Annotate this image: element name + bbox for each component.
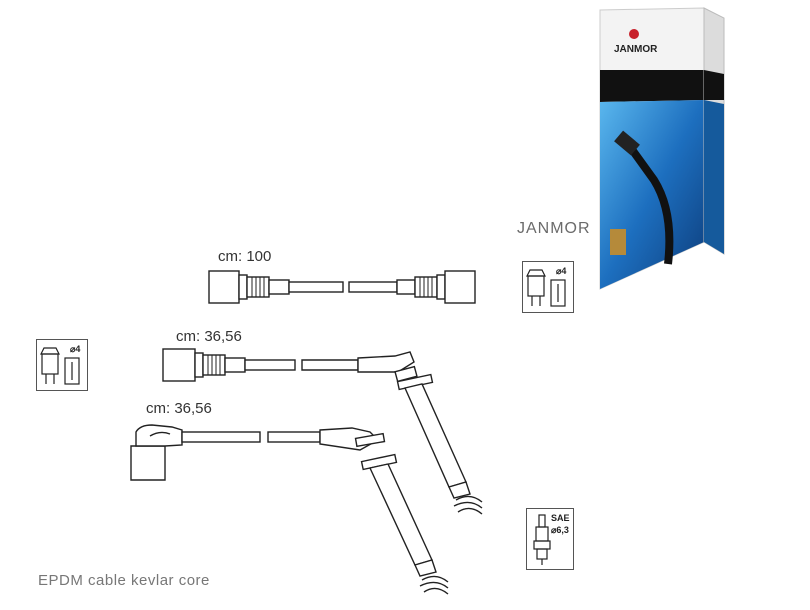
cable-2-length-label: cm: 36,56 <box>176 328 242 345</box>
pictogram-diameter-label: ⌀4 <box>70 344 80 354</box>
cable-2 <box>162 348 483 515</box>
distributor-cap-pictogram-left: ⌀4 <box>36 339 88 391</box>
plug-diameter-label: ⌀6,3 <box>551 525 569 535</box>
cable-3 <box>130 424 449 595</box>
cable-1-length-label: cm: 100 <box>218 248 272 265</box>
plug-standard-label: SAE <box>551 513 570 523</box>
box-brand-label: JANMOR <box>614 44 658 55</box>
product-box: JANMOR <box>599 7 725 290</box>
distributor-cap-icon: ⌀4 <box>40 344 80 385</box>
distributor-cap-icon: ⌀4 <box>526 266 566 307</box>
janmor-logo-icon <box>629 29 639 39</box>
footer-text: EPDM cable kevlar core <box>38 572 210 589</box>
spark-plug-icon: SAE ⌀6,3 <box>533 513 570 565</box>
cable-1 <box>208 270 476 304</box>
cable-3-length-label: cm: 36,56 <box>146 400 212 417</box>
distributor-cap-pictogram-top: ⌀4 <box>522 261 574 313</box>
brand-label: JANMOR <box>517 220 591 237</box>
spark-plug-pictogram: SAE ⌀6,3 <box>526 508 574 570</box>
pictogram-diameter-label: ⌀4 <box>556 266 566 276</box>
